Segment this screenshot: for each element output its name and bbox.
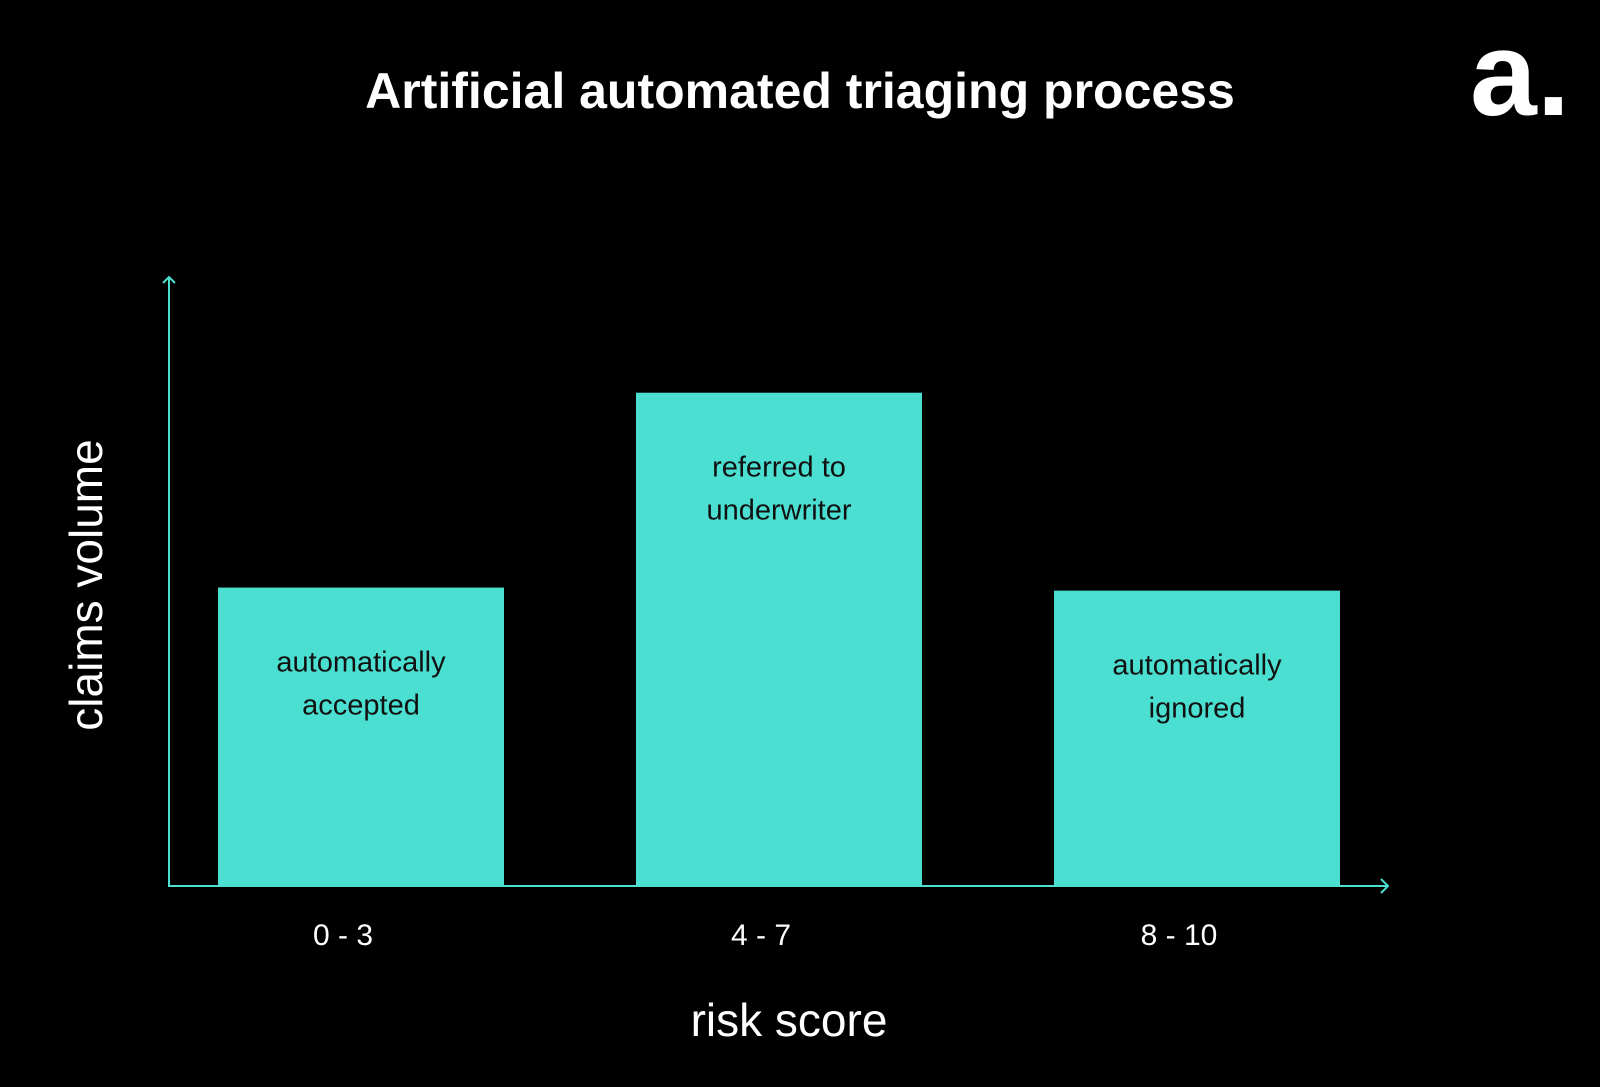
bar-1-label-line-2: accepted [302, 690, 420, 722]
x-tick-labels: 0 - 3 4 - 7 8 - 10 [313, 919, 1217, 952]
bar-3-label-line-1: automatically [1112, 650, 1282, 682]
x-tick-label-3: 8 - 10 [1141, 919, 1218, 952]
chart-title: Artificial automated triaging process [365, 63, 1235, 119]
x-tick-label-2: 4 - 7 [731, 919, 791, 952]
x-tick-label-1: 0 - 3 [313, 919, 373, 952]
bar-3-label-line-2: ignored [1149, 693, 1246, 725]
bar-2 [636, 392, 922, 886]
x-axis-title: risk score [691, 994, 888, 1046]
bar-2-label-line-1: referred to [712, 452, 846, 484]
bar-3 [1054, 590, 1340, 886]
bar-2-label-line-2: underwriter [706, 495, 851, 527]
y-axis-arrow [162, 275, 176, 284]
y-axis-title: claims volume [60, 439, 112, 730]
logo: a. [1470, 7, 1570, 141]
bars-layer: automatically accepted referred to underwri… [218, 392, 1340, 886]
bar-1 [218, 587, 504, 886]
bar-1-label-line-1: automatically [276, 647, 446, 679]
x-axis-arrow [1380, 878, 1390, 894]
axes [162, 275, 1390, 894]
